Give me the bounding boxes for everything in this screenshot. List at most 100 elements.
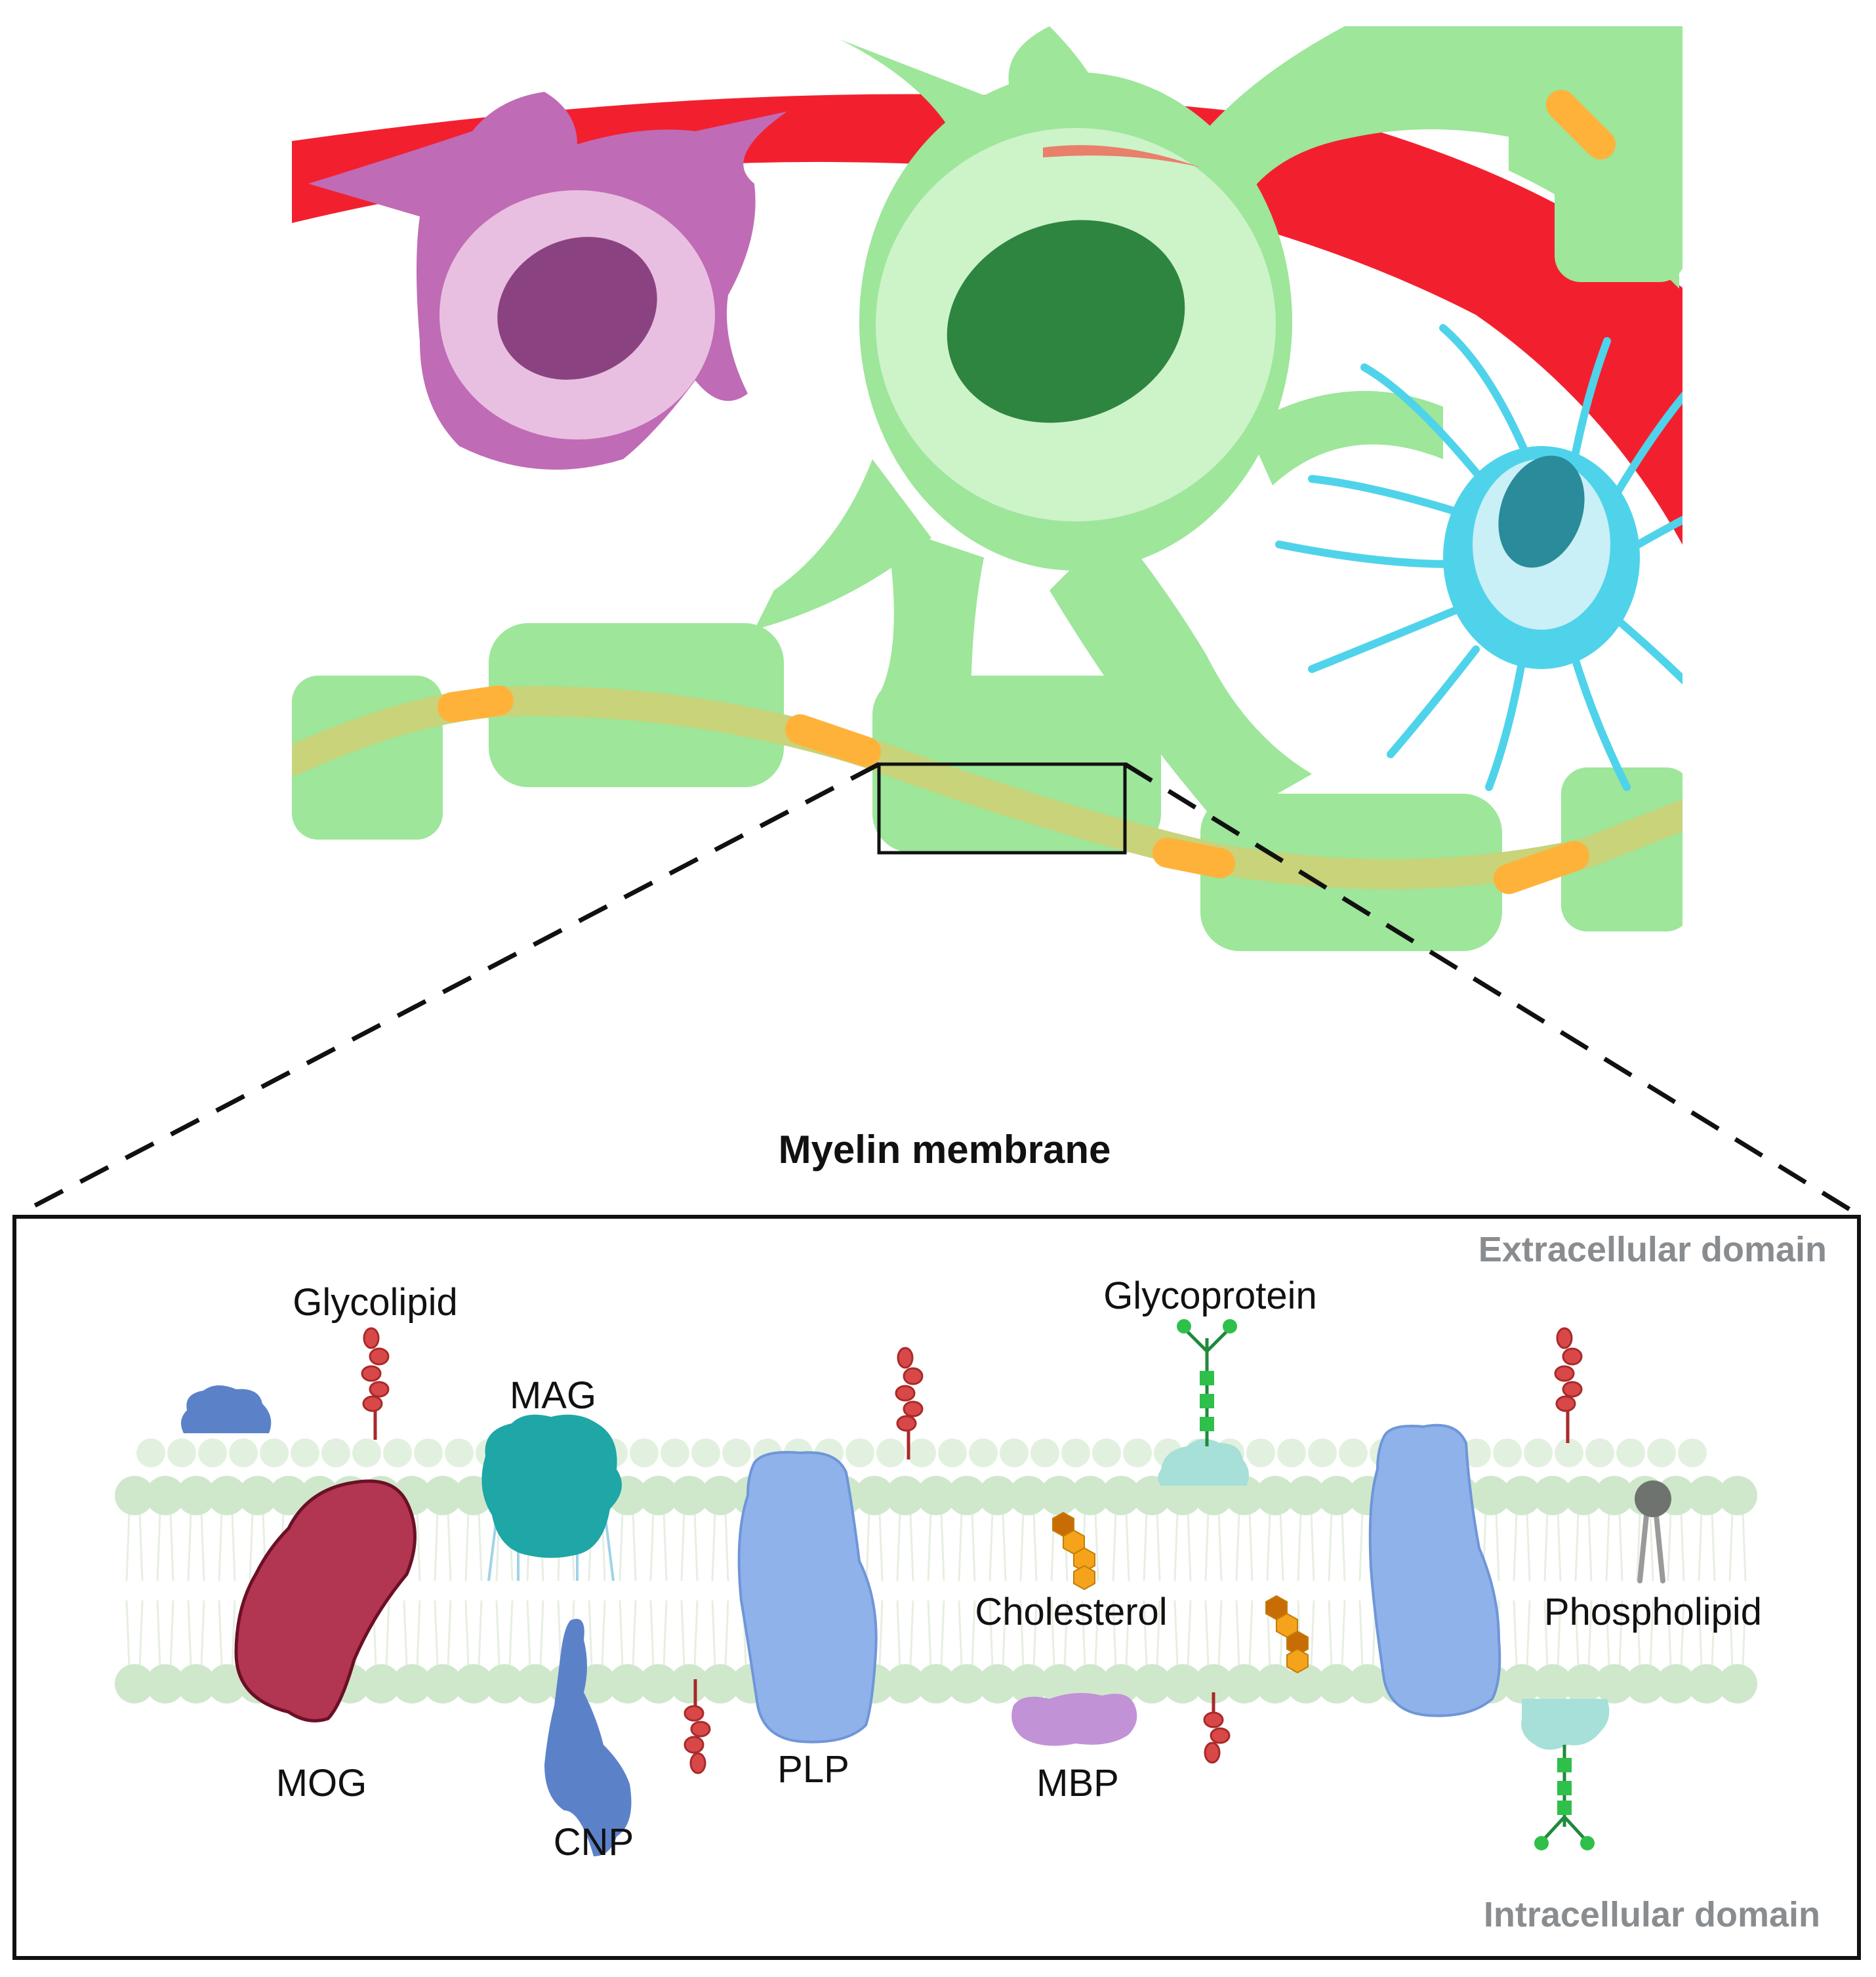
lipid-tail [1513, 1511, 1518, 1581]
lipid-tail [125, 1511, 131, 1581]
membrane-outer-bead [1092, 1438, 1121, 1467]
lipid-tail [1204, 1600, 1210, 1667]
lipid-tail [1513, 1600, 1518, 1667]
lipid-tail [1557, 1511, 1562, 1581]
membrane-outer-bead [1678, 1438, 1707, 1467]
lipid-tail [958, 1511, 963, 1581]
lipid-tail [1156, 1511, 1161, 1581]
membrane-head-bead [423, 1476, 462, 1515]
lipid-tail [1297, 1511, 1302, 1581]
lipid-tail [1050, 1600, 1055, 1667]
membrane-head-bead [1255, 1664, 1295, 1703]
lipid-tail [896, 1600, 901, 1667]
diagram-title: Myelin membrane [779, 1128, 1111, 1172]
lipid-tail [1680, 1511, 1685, 1581]
oligodendrocyte-nucleus [947, 220, 1185, 423]
lipid-tail [724, 1600, 729, 1667]
lipid-tail [385, 1600, 390, 1667]
membrane-outer-bead [1030, 1438, 1059, 1467]
microglia [308, 92, 787, 470]
lipid-tail [1187, 1600, 1192, 1667]
intracellular-domain-label: Intracellular domain [1484, 1895, 1820, 1934]
lipid-tail [909, 1511, 914, 1581]
lipid-tail [940, 1600, 945, 1667]
membrane-head-bead [1533, 1476, 1572, 1515]
membrane-head-bead [886, 1664, 925, 1703]
membrane-head-bead [1564, 1476, 1603, 1515]
lipid-tail [865, 1511, 870, 1581]
membrane-head-bead [361, 1664, 401, 1703]
blood-vessel [292, 94, 1682, 545]
lipid-tail [724, 1511, 729, 1581]
zoom-region-box [877, 762, 1127, 855]
membrane-outer-bead [1524, 1438, 1553, 1467]
membrane-head-bead [1471, 1476, 1511, 1515]
glycolipid-chains [361, 1327, 1583, 1774]
membrane-head-bead [392, 1664, 432, 1703]
glycolipid-4 [683, 1679, 711, 1774]
lipid-tail [249, 1511, 254, 1581]
membrane-head-bead [1071, 1476, 1110, 1515]
membrane-head-bead [947, 1476, 987, 1515]
lipid-tail [1125, 1511, 1130, 1581]
lipid-tail [1526, 1511, 1531, 1581]
label-cholesterol: Cholesterol [975, 1591, 1167, 1633]
lipid-tail [1587, 1511, 1593, 1581]
membrane-head-bead [1564, 1664, 1603, 1703]
membrane-outer-bead [1339, 1438, 1368, 1467]
lipid-tail [434, 1511, 439, 1581]
cnp-protein [544, 1619, 632, 1856]
extracellular-domain-label: Extracellular domain [1478, 1230, 1827, 1269]
membrane-head-bead [855, 1476, 894, 1515]
membrane-outer-bead [722, 1438, 751, 1467]
lipid-tail [971, 1511, 976, 1581]
membrane-head-bead [1040, 1664, 1079, 1703]
lipid-tail [1605, 1600, 1610, 1667]
lipid-tail [989, 1600, 994, 1667]
membrane-head-bead [1317, 1664, 1356, 1703]
membrane-head-bead [1009, 1664, 1048, 1703]
lipid-tail [927, 1600, 932, 1667]
membrane-outer-bead [938, 1438, 967, 1467]
lipid-tail [1248, 1600, 1254, 1667]
lipid-tail [1618, 1511, 1623, 1581]
lipid-tail [878, 1511, 884, 1581]
lipid-tail [1002, 1511, 1007, 1581]
lipid-tail [1698, 1600, 1703, 1667]
lipid-tail [464, 1600, 470, 1667]
membrane-head-bead [1009, 1476, 1048, 1515]
membrane-outer-bead [691, 1438, 720, 1467]
mbp-protein [1011, 1693, 1137, 1746]
membrane-head-bead [701, 1476, 740, 1515]
lipid-tail [878, 1600, 884, 1667]
membrane-head-bead [1255, 1476, 1295, 1515]
lipid-tail [1698, 1511, 1703, 1581]
membrane-outer-bead [969, 1438, 998, 1467]
lipid-tail [619, 1600, 624, 1667]
membrane-outer-bead [1585, 1438, 1614, 1467]
membrane-head-bead [146, 1476, 185, 1515]
lipid-tail [557, 1600, 562, 1667]
lipid-tail [632, 1511, 637, 1581]
lipid-tail [1217, 1511, 1223, 1581]
cholesterol-2 [1265, 1595, 1309, 1674]
tissue-illustration [292, 26, 1682, 951]
lipid-tail [1019, 1600, 1025, 1667]
membrane-outer-bead [1246, 1438, 1275, 1467]
lipid-tail [200, 1600, 205, 1667]
lipid-tail [1081, 1600, 1086, 1667]
lipid-tail [1711, 1600, 1716, 1667]
lipid-tail [1002, 1600, 1007, 1667]
mag-protein [481, 1414, 622, 1581]
lipid-tail [1711, 1511, 1716, 1581]
lipid-tail [1728, 1600, 1734, 1667]
membrane-head-bead [1687, 1476, 1726, 1515]
lipid-tail [1143, 1511, 1148, 1581]
lipid-tail [1574, 1511, 1580, 1581]
membrane-head-bead [978, 1476, 1017, 1515]
membrane-head-bead [947, 1664, 987, 1703]
lipid-tail [896, 1511, 901, 1581]
lipid-tail [434, 1600, 439, 1667]
membrane-outer-bead [383, 1438, 412, 1467]
lipid-tail [416, 1600, 421, 1667]
